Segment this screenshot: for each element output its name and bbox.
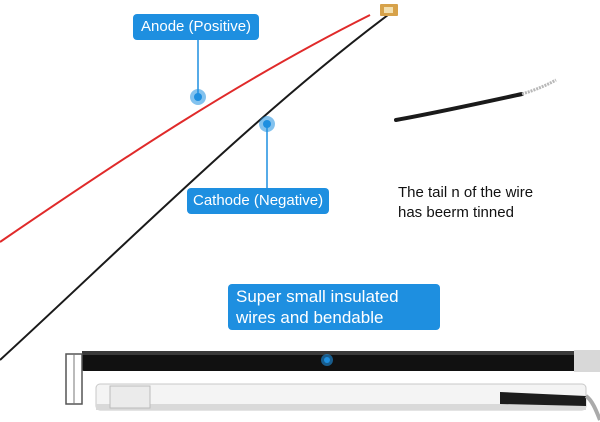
black-cathode-wire — [0, 11, 393, 361]
red-anode-wire — [0, 14, 371, 243]
tinned-note: The tail n of the wire has beerm tinned — [398, 183, 533, 223]
tinned-wire-sample — [394, 92, 524, 122]
tinned-wire-tip — [521, 78, 557, 96]
super-small-label: Super small insulated wires and bendable — [228, 284, 440, 330]
cathode-label: Cathode (Negative) — [187, 188, 330, 214]
super-label-line-1: Super small insulated — [236, 287, 399, 306]
super-label-line-2: wires and bendable — [236, 308, 384, 327]
anode-label: Anode (Positive) — [133, 14, 260, 40]
tinned-note-line-1: The tail n of the wire — [398, 184, 534, 201]
black-led-rod — [82, 351, 590, 371]
tinned-note-line-2: has beerm tinned — [398, 204, 514, 221]
